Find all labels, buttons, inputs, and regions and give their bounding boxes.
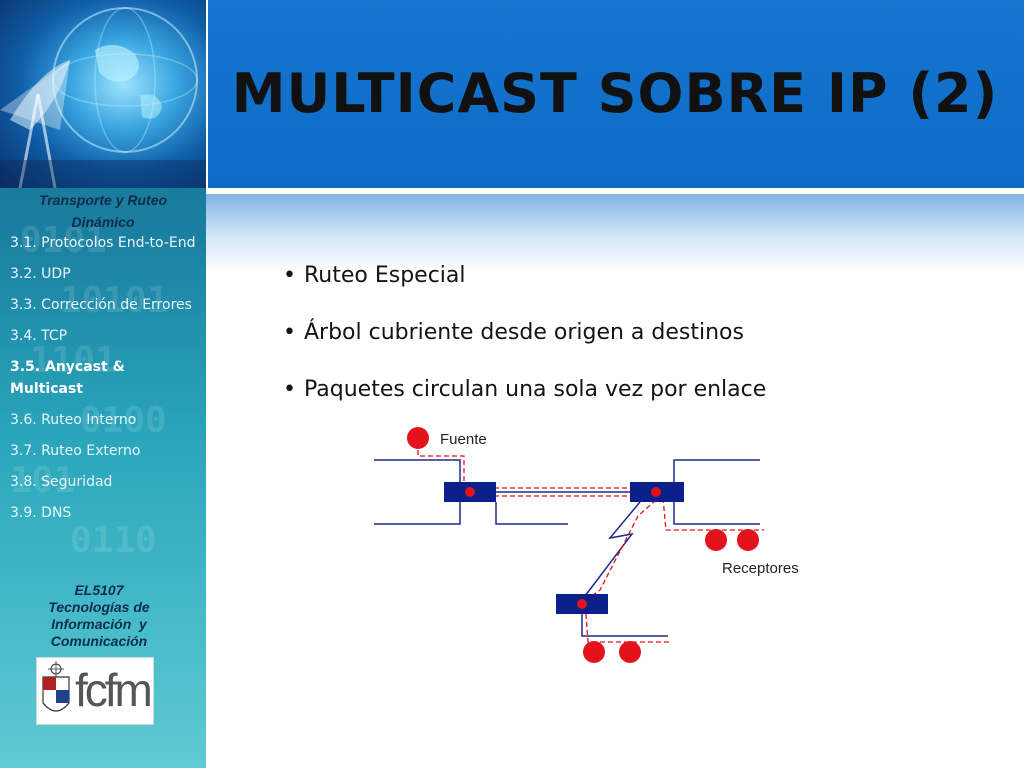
slide-title: MULTICAST SOBRE IP (2)	[231, 62, 999, 125]
sidebar: 0101 10101 1101 0100 101 0110 Transporte…	[0, 0, 206, 768]
header-divider	[206, 188, 1024, 194]
bullet-item: Árbol cubriente desde origen a destinos	[283, 315, 1003, 351]
course-code: EL5107	[74, 582, 124, 598]
course-name-line1: Tecnologías de	[48, 599, 150, 615]
bullet-item: Ruteo Especial	[283, 258, 1003, 294]
sidebar-item-protocolos[interactable]: 3.1. Protocolos End-to-End	[10, 235, 196, 251]
sidebar-item-correccion[interactable]: 3.3. Corrección de Errores	[10, 297, 192, 313]
sidebar-item-anycast-multicast[interactable]: 3.5. Anycast & Multicast	[10, 359, 125, 397]
multicast-path	[417, 450, 764, 643]
router-nodes	[444, 482, 684, 614]
course-name-line3: Comunicación	[50, 633, 148, 649]
course-info: EL5107 Tecnologías de Información y Comu…	[10, 582, 188, 650]
university-shield-icon	[42, 661, 70, 712]
receiver-host-icon	[583, 641, 605, 663]
sidebar-item-tcp[interactable]: 3.4. TCP	[10, 328, 68, 344]
course-name-line2: Información y	[51, 616, 147, 632]
network-links	[374, 459, 760, 637]
slide-header	[206, 0, 1024, 188]
fcfm-logo: fcfm	[36, 657, 154, 725]
receiver-host-icon	[737, 529, 759, 551]
sidebar-item-ruteo-interno[interactable]: 3.6. Ruteo Interno	[10, 412, 137, 428]
source-label: Fuente	[440, 431, 487, 448]
receivers-label: Receptores	[722, 560, 799, 577]
sidebar-menu: 3.1. Protocolos End-to-End 3.2. UDP 3.3.…	[10, 232, 202, 533]
bullet-list: Ruteo Especial Árbol cubriente desde ori…	[283, 258, 1003, 429]
source-host-icon	[407, 427, 429, 449]
satellite-globe-image	[0, 0, 206, 189]
binary-background: 0101 10101 1101 0100 101 0110	[10, 220, 169, 561]
receiver-host-icon	[619, 641, 641, 663]
sidebar-item-seguridad[interactable]: 3.8. Seguridad	[10, 474, 113, 490]
sidebar-title: Transporte y Ruteo Dinámico	[38, 192, 168, 230]
receiver-host-icon	[705, 529, 727, 551]
fcfm-logo-text: fcfm	[75, 664, 153, 716]
bullet-item: Paquetes circulan una sola vez por enlac…	[283, 372, 1003, 408]
sidebar-item-ruteo-externo[interactable]: 3.7. Ruteo Externo	[10, 443, 141, 459]
sidebar-item-udp[interactable]: 3.2. UDP	[10, 266, 71, 282]
sidebar-item-dns[interactable]: 3.9. DNS	[10, 505, 72, 521]
multicast-tree-diagram: Fuente Receptores	[374, 427, 799, 663]
host-nodes	[407, 427, 759, 663]
globe-icon	[0, 7, 206, 189]
